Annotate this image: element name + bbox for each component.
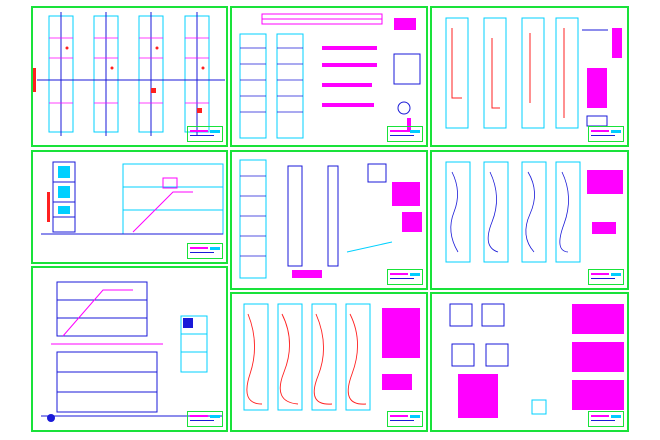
title-block — [187, 126, 223, 142]
sheet-plumbing-plans[interactable] — [230, 292, 428, 432]
electrical-plans-drawing — [445, 161, 623, 263]
title-block — [387, 411, 423, 427]
title-block — [387, 126, 423, 142]
sheet-foundation-details[interactable] — [230, 150, 428, 290]
title-block — [387, 269, 423, 285]
foundation-details-drawing — [239, 159, 422, 279]
title-block — [187, 411, 223, 427]
floor-plans-drawing — [33, 12, 225, 136]
sheet-structural-details[interactable] — [230, 6, 428, 147]
sanitary-plans-drawing — [445, 17, 622, 129]
plumbing-plans-drawing — [243, 303, 420, 411]
title-block — [588, 411, 624, 427]
title-block — [187, 243, 223, 259]
title-block — [588, 126, 624, 142]
structural-details-drawing — [239, 13, 421, 139]
title-block — [588, 269, 624, 285]
sheet-schedules[interactable] — [430, 292, 629, 432]
schedules-drawing — [449, 303, 624, 418]
sheet-sanitary-plans[interactable] — [430, 6, 629, 147]
elevations-drawing — [41, 161, 224, 235]
sheet-sections[interactable] — [31, 266, 228, 432]
sheet-electrical-plans[interactable] — [430, 150, 629, 290]
sheet-elevations[interactable] — [31, 150, 228, 264]
sections-drawing — [41, 281, 223, 422]
sheet-floor-plans[interactable] — [31, 6, 228, 147]
